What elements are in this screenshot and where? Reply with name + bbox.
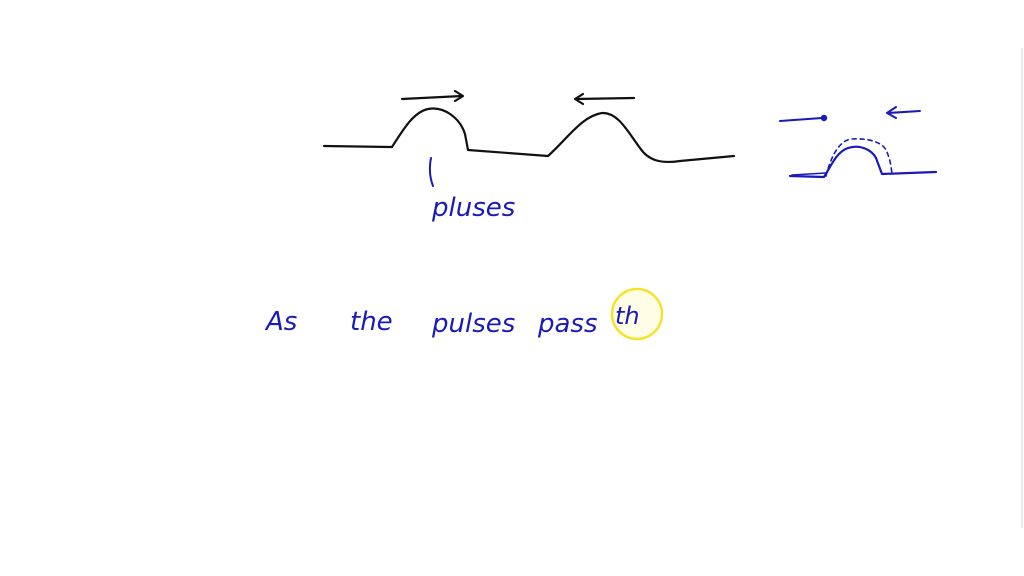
sentence-word-partial: th [615, 302, 640, 330]
incoming-line-with-dot [779, 117, 823, 122]
sentence-word-as: As [264, 307, 297, 337]
sentence-word-the: the [350, 307, 393, 337]
solid-pulse-baseline-stroke [791, 172, 827, 176]
right-edge-divider [1021, 48, 1023, 528]
superposition-sketch [779, 106, 938, 179]
dot-marker [820, 114, 828, 122]
cursor-highlight-circle [610, 287, 664, 341]
dashed-pulse-outline [825, 138, 893, 177]
sentence-word-pass: pass [537, 309, 598, 339]
solid-pulse [788, 145, 938, 179]
right-arrow-icon [400, 89, 465, 103]
rope-with-two-pulses [322, 107, 736, 164]
left-arrow-icon [573, 92, 636, 106]
pulses-label: pluses [431, 193, 515, 223]
sentence-word-pulses: pulses [431, 309, 515, 339]
small-left-arrow-icon [886, 106, 921, 119]
pulse-pointer-mark [428, 157, 434, 187]
